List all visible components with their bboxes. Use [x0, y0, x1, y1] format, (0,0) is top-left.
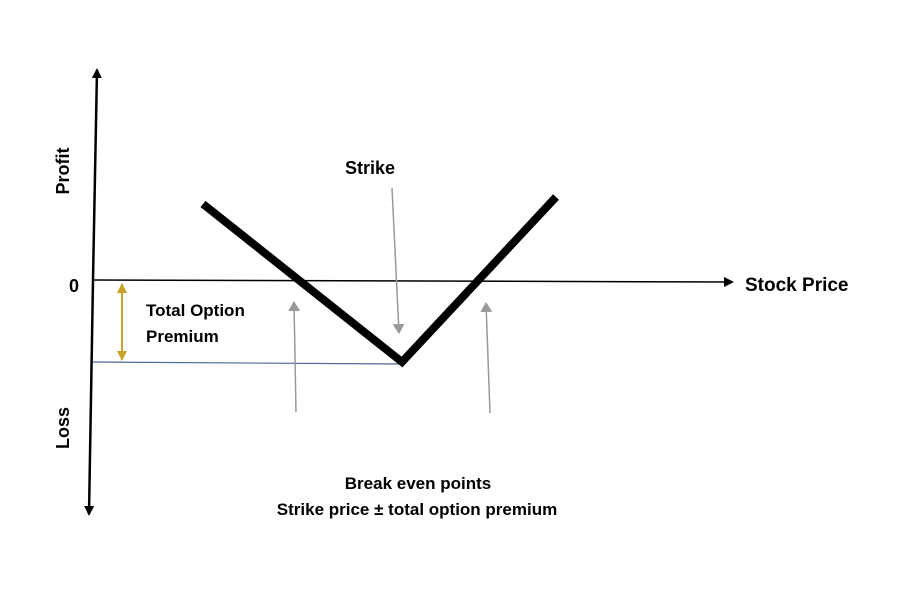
- strike-arrow: [391, 187, 405, 334]
- x-axis-label: Stock Price: [745, 275, 849, 296]
- y-axis-up: [91, 68, 102, 281]
- premium-label-line1: Total Option: [146, 301, 245, 320]
- zero-label: 0: [69, 276, 79, 296]
- premium-level-line: [92, 361, 403, 365]
- strike-label: Strike: [345, 158, 395, 178]
- breakeven-label-line2: Strike price ± total option premium: [277, 500, 557, 519]
- breakeven-arrow-left: [288, 301, 301, 413]
- x-axis: [92, 276, 734, 287]
- premium-label-line2: Premium: [146, 327, 219, 346]
- breakeven-arrow-right: [480, 302, 493, 414]
- payoff-line: [200, 194, 559, 368]
- breakeven-label-line1: Break even points: [345, 474, 491, 493]
- y-axis-down: [84, 279, 95, 516]
- y-axis-profit-label: Profit: [53, 147, 73, 194]
- y-axis-loss-label: Loss: [53, 407, 73, 449]
